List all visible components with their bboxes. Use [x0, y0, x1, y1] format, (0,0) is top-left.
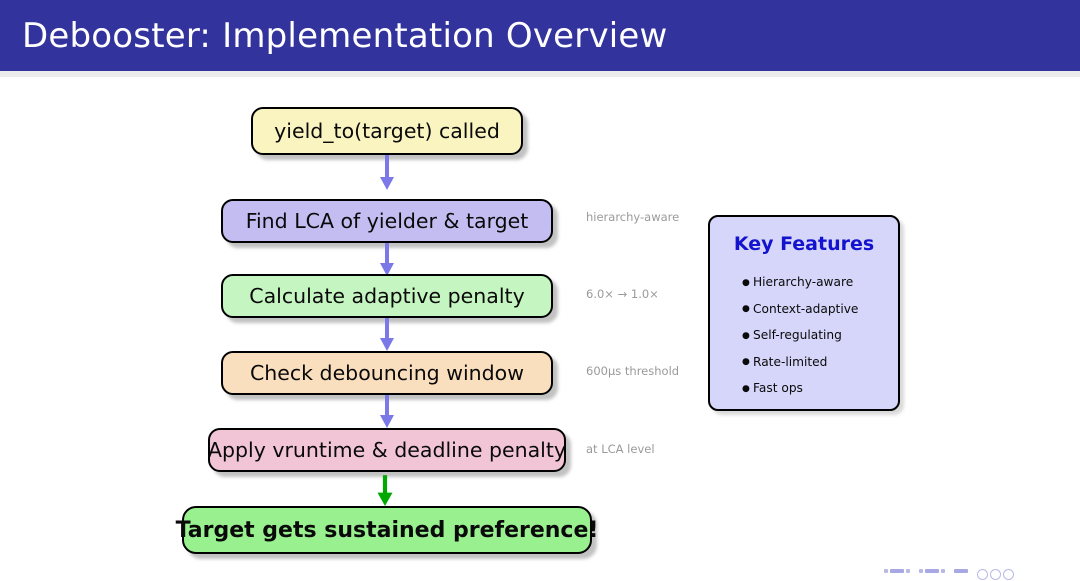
- annotation-debounce-threshold: 600μs threshold: [586, 364, 680, 378]
- list-item-label: Rate-limited: [753, 354, 828, 369]
- key-features-list: ●Hierarchy-aware ●Context-adaptive ●Self…: [742, 269, 858, 402]
- flow-arrow-4: [380, 395, 394, 428]
- flow-node-label: Find LCA of yielder & target: [245, 209, 529, 233]
- flow-node-yield-to-called[interactable]: yield_to(target) called: [251, 107, 523, 155]
- flow-arrow-1: [380, 155, 394, 190]
- annotation-lca-level: at LCA level: [586, 442, 655, 456]
- annotation-hierarchy-aware: hierarchy-aware: [586, 210, 680, 224]
- title-banner-underline: [0, 71, 1080, 77]
- list-item-label: Hierarchy-aware: [753, 275, 854, 289]
- flow-node-check-debouncing[interactable]: Check debouncing window: [221, 351, 553, 395]
- nav-group-frame-circles[interactable]: [977, 569, 1014, 580]
- list-item: ●Rate-limited: [742, 349, 858, 376]
- flow-node-label: yield_to(target) called: [274, 119, 500, 143]
- flow-node-label: Check debouncing window: [249, 361, 524, 385]
- bullet-icon: ●: [742, 277, 750, 288]
- flow-node-apply-penalty[interactable]: Apply vruntime & deadline penalty: [208, 428, 566, 472]
- bullet-icon: ●: [742, 330, 750, 341]
- page-title: Debooster: Implementation Overview: [22, 16, 668, 56]
- nav-circle-icon[interactable]: [977, 569, 988, 580]
- nav-circle-icon[interactable]: [990, 569, 1001, 580]
- flow-node-calculate-penalty[interactable]: Calculate adaptive penalty: [221, 274, 553, 318]
- flow-arrow-3: [380, 318, 394, 351]
- flow-arrow-final: [377, 475, 393, 506]
- key-features-panel: Key Features ●Hierarchy-aware ●Context-a…: [708, 215, 900, 411]
- flow-node-label: Target gets sustained preference!: [175, 517, 599, 543]
- list-item-label: Fast ops: [753, 381, 803, 395]
- annotation-penalty-range: 6.0× → 1.0×: [586, 287, 659, 301]
- nav-slab-icon[interactable]: [890, 569, 904, 573]
- flow-node-label: Apply vruntime & deadline penalty: [207, 438, 567, 462]
- nav-slab-icon[interactable]: [954, 569, 968, 573]
- bullet-icon: ●: [742, 357, 750, 367]
- nav-slab-icon[interactable]: [884, 569, 888, 573]
- nav-slab-icon[interactable]: [919, 569, 923, 573]
- nav-circle-icon[interactable]: [1003, 569, 1014, 580]
- bullet-icon: ●: [742, 383, 750, 394]
- list-item: ●Self-regulating: [742, 322, 858, 349]
- nav-slab-icon[interactable]: [906, 569, 910, 573]
- flow-node-label: Calculate adaptive penalty: [249, 284, 525, 308]
- beamer-navigation-bar[interactable]: [884, 569, 1014, 581]
- flow-arrow-2: [380, 243, 394, 276]
- flow-node-find-lca[interactable]: Find LCA of yielder & target: [221, 199, 553, 243]
- list-item: ●Context-adaptive: [742, 296, 858, 323]
- nav-group-section-2[interactable]: [919, 569, 945, 573]
- bullet-icon: ●: [742, 304, 750, 314]
- list-item-label: Self-regulating: [753, 328, 842, 342]
- list-item: ●Fast ops: [742, 375, 858, 402]
- key-features-title: Key Features: [733, 233, 875, 255]
- list-item-label: Context-adaptive: [753, 301, 859, 316]
- flowchart: yield_to(target) called Find LCA of yiel…: [0, 77, 620, 577]
- title-banner: [0, 0, 1080, 71]
- nav-slab-icon[interactable]: [941, 569, 945, 573]
- nav-group-section-3[interactable]: [954, 569, 968, 573]
- list-item: ●Hierarchy-aware: [742, 269, 858, 296]
- nav-group-section-1[interactable]: [884, 569, 910, 573]
- flow-node-sustained-preference[interactable]: Target gets sustained preference!: [176, 506, 598, 554]
- nav-slab-icon[interactable]: [925, 569, 939, 573]
